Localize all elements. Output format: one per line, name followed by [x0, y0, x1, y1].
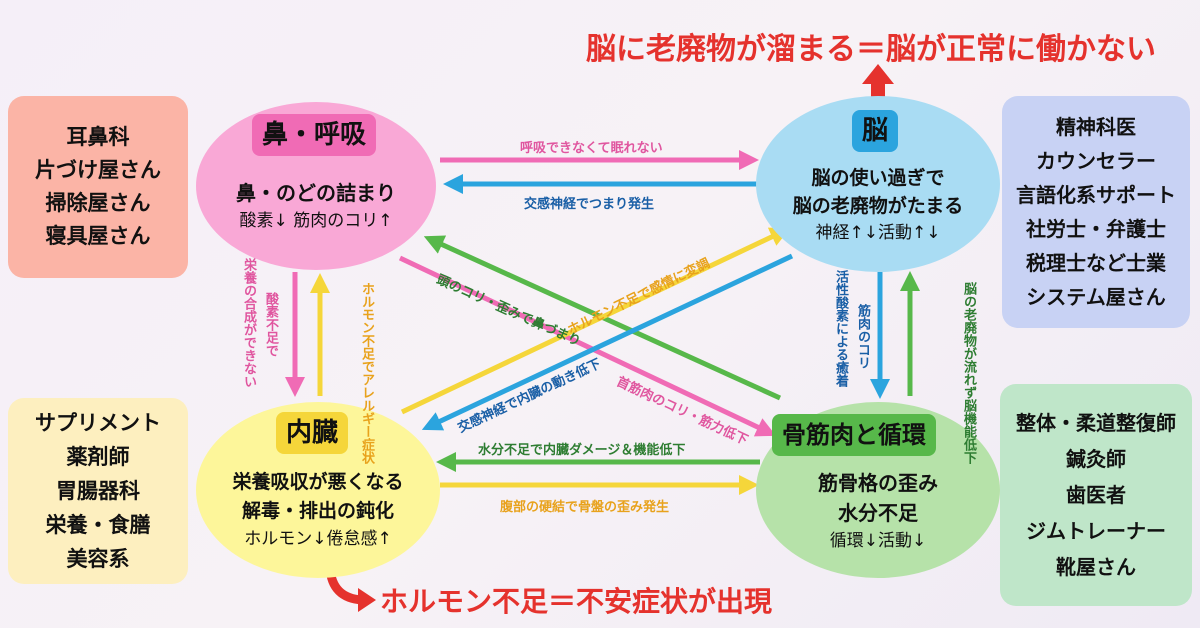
side-item: 精神科医 [1056, 115, 1136, 139]
node-nose-line2: 酸素↓ 筋肉のコリ↑ [239, 211, 393, 231]
side-item: 整体・柔道整復師 [1016, 411, 1176, 435]
side-item: 歯医者 [1066, 483, 1126, 507]
node-brain-line1: 脳の使い過ぎで [811, 167, 945, 189]
side-item: 税理士など士業 [1026, 251, 1166, 275]
side-item: 靴屋さん [1056, 555, 1136, 579]
edge-label-muscle-to-brain: 脳の老廃物が流れず脳機能低下 [961, 282, 976, 464]
side-box-top-left: 耳鼻科 片づけ屋さん 掃除屋さん 寝具屋さん [8, 96, 188, 278]
node-muscle-line2: 水分不足 [838, 501, 918, 525]
node-muscle-line3: 循環↓活動↓ [829, 531, 927, 551]
edge-label-organs-to-muscle: 腹部の硬結で骨盤の歪み発生 [500, 500, 670, 515]
node-brain-line3: 神経↑↓活動↑↓ [815, 223, 941, 243]
node-brain: 脳の使い過ぎで 脳の老廃物がたまる 神経↑↓活動↑↓ [756, 96, 1000, 272]
node-organs-line2: 解毒・排出の鈍化 [241, 500, 394, 522]
node-brain-title: 脳 [852, 110, 899, 152]
node-muscle: 筋骨格の歪み 水分不足 循環↓活動↓ [756, 402, 1000, 578]
node-muscle-title: 骨筋肉と循環 [772, 414, 936, 456]
node-muscle-line1: 筋骨格の歪み [818, 471, 938, 495]
side-item: カウンセラー [1036, 149, 1156, 173]
side-item: 薬剤師 [66, 445, 130, 469]
side-item: 栄養・食膳 [45, 513, 151, 537]
side-box-bottom-right: 整体・柔道整復師 鍼灸師 歯医者 ジムトレーナー 靴屋さん [1000, 384, 1192, 606]
side-item: 鍼灸師 [1066, 447, 1126, 471]
side-item: 言語化系サポート [1016, 183, 1176, 207]
edge-label-brain-to-nose: 交感神経でつまり発生 [524, 197, 655, 212]
side-item: 片づけ屋さん [35, 158, 161, 182]
node-organs-line1: 栄養吸収が悪くなる [232, 471, 404, 493]
arrow-nose-to-muscle [398, 255, 777, 437]
edge-label-brain-to-muscle-b: 筋肉のコリ [855, 304, 870, 369]
edge-label-brain-to-muscle-a: 活性酸素による癒着 [833, 270, 848, 387]
side-box-top-right: 精神科医 カウンセラー 言語化系サポート 社労士・弁護士 税理士など士業 システ… [1002, 96, 1190, 328]
side-item: ジムトレーナー [1026, 519, 1166, 543]
arrow-brain-to-organs [421, 253, 794, 431]
headline-bottom: ホルモン不足＝不安症状が出現 [380, 585, 773, 618]
side-item: 美容系 [66, 547, 130, 571]
node-nose-title: 鼻・呼吸 [252, 114, 377, 156]
edge-label-nose-to-organs-a: 栄養の合成ができない [241, 258, 256, 388]
side-item: 寝具屋さん [45, 224, 151, 248]
node-nose-line1: 鼻・のどの詰まり [236, 181, 396, 205]
node-organs-line3: ホルモン↓倦怠感↑ [244, 529, 392, 549]
side-item: 社労士・弁護士 [1026, 217, 1166, 241]
arrow-muscle-to-nose [423, 235, 782, 401]
side-item: 掃除屋さん [45, 191, 151, 215]
edge-label-nose-to-organs-b: 酸素不足で [263, 292, 278, 357]
side-box-bottom-left: サプリメント 薬剤師 胃腸器科 栄養・食膳 美容系 [8, 398, 188, 584]
node-brain-line2: 脳の老廃物がたまる [792, 195, 964, 217]
edge-label-nose-to-brain: 呼吸できなくて眠れない [520, 141, 663, 156]
arrow-organs-to-brain [400, 227, 791, 415]
side-item: システム屋さん [1026, 285, 1166, 309]
edge-label-muscle-to-organs: 水分不足で内臓ダメージ＆機能低下 [478, 443, 686, 458]
node-organs-title: 内臓 [276, 412, 349, 454]
headline-top: 脳に老廃物が溜まる＝脳が正常に働かない [586, 32, 1156, 67]
side-item: 胃腸器科 [56, 479, 140, 503]
edge-label-organs-to-nose: ホルモン不足でアレルギー症状 [359, 282, 374, 464]
side-item: 耳鼻科 [66, 125, 130, 149]
side-item: サプリメント [35, 411, 161, 435]
